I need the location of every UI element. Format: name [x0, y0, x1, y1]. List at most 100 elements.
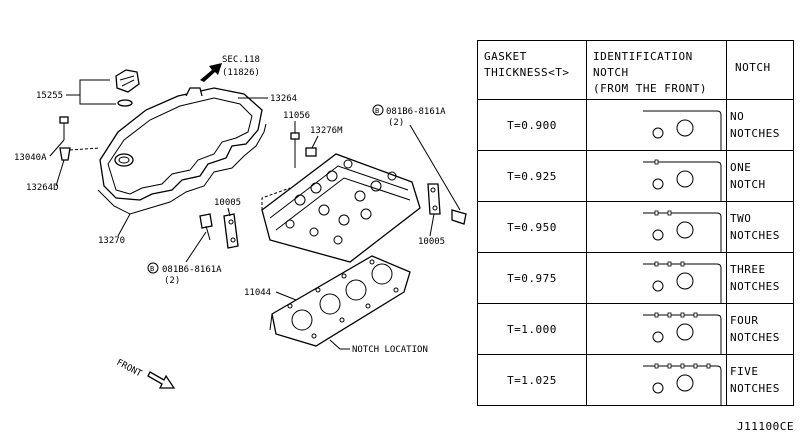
gasket-thickness-value: T=0.975	[477, 252, 587, 304]
notch-mark	[680, 312, 685, 318]
oil-filler-cap	[115, 69, 140, 107]
identification-notch-figure	[586, 201, 727, 253]
header-notch: NOTCH	[726, 40, 794, 100]
bolt-marker-bottom: B	[150, 265, 154, 273]
identification-notch-figure	[586, 99, 727, 151]
gasket-notch-icon	[643, 210, 722, 252]
label-11044: 11044	[244, 288, 271, 298]
header-identification-line-3: (FROM THE FRONT)	[593, 82, 707, 95]
cylinder-head	[261, 153, 421, 263]
notch-count-label: THREE NOTCHES	[726, 252, 794, 304]
table-row: T=1.025 FIVE NOTCHES	[477, 354, 794, 406]
table-row: T=0.900 NO NOTCHES	[477, 99, 794, 151]
gasket-thickness-value: T=1.000	[477, 303, 587, 355]
notch-mark	[654, 159, 659, 165]
identification-notch-figure	[586, 252, 727, 304]
notch-mark	[654, 210, 659, 216]
front-arrow-icon	[147, 371, 176, 389]
plug-13276m	[305, 147, 317, 157]
notch-count-line: TWO	[730, 212, 752, 225]
bolt-11056	[290, 132, 300, 168]
label-11056: 11056	[283, 111, 310, 121]
table-row: T=0.950 TWO NOTCHES	[477, 201, 794, 253]
label-sec118-ref: (11826)	[222, 68, 260, 78]
gasket-notch-icon	[643, 110, 722, 150]
notch-count-line: NOTCHES	[730, 229, 780, 242]
label-bolt-bottom-qty: (2)	[164, 276, 180, 286]
label-15255: 15255	[36, 91, 63, 101]
notch-mark	[680, 363, 685, 369]
label-13040a: 13040A	[14, 153, 47, 163]
bracket-10005-right	[427, 183, 441, 215]
drawing-code: J11100CE	[737, 420, 794, 433]
gasket-thickness-value: T=0.925	[477, 150, 587, 202]
notch-count-label: NO NOTCHES	[726, 99, 794, 151]
parts-diagram: 15255 SEC.118 (11826) 13264 13270 13040A…	[14, 55, 467, 389]
gasket-thickness-value: T=0.950	[477, 201, 587, 253]
identification-notch-figure	[586, 150, 727, 202]
gasket-notch-icon	[643, 312, 722, 354]
notch-count-line: FIVE	[730, 365, 759, 378]
notch-mark	[667, 363, 672, 369]
bracket-10005-left	[223, 213, 239, 249]
header-identification-line-1: IDENTIFICATION	[593, 50, 693, 63]
label-notch-location: NOTCH LOCATION	[352, 345, 428, 355]
bolt-right	[451, 209, 467, 225]
label-bolt-bottom: 081B6-8161A	[162, 265, 222, 275]
notch-count-line: ONE	[730, 161, 752, 174]
bolt-marker-top: B	[375, 107, 379, 115]
label-13264: 13264	[270, 94, 297, 104]
notch-count-line: NO	[730, 110, 745, 123]
identification-notch-figure	[586, 354, 727, 406]
notch-count-line: NOTCHES	[730, 331, 780, 344]
label-10005-right: 10005	[418, 237, 445, 247]
notch-count-line: NOTCHES	[730, 280, 780, 293]
notch-mark	[654, 312, 659, 318]
notch-count-label: ONE NOTCH	[726, 150, 794, 202]
notch-mark	[667, 312, 672, 318]
label-13264d: 13264D	[26, 183, 59, 193]
label-front: FRONT	[115, 358, 144, 380]
bolt-marker-bottom-icon	[147, 262, 159, 274]
table-header-row: GASKET THICKNESS<T> IDENTIFICATION NOTCH…	[477, 40, 794, 100]
notch-count-label: FOUR NOTCHES	[726, 303, 794, 355]
notch-mark	[680, 261, 685, 267]
notch-mark	[654, 261, 659, 267]
table-row: T=0.975 THREE NOTCHES	[477, 252, 794, 304]
bolt-marker-top-icon	[372, 104, 384, 116]
gasket-notch-icon	[643, 159, 722, 201]
notch-mark	[654, 363, 659, 369]
label-13276m: 13276M	[310, 126, 343, 136]
bolt-bottom	[199, 213, 213, 241]
label-sec118: SEC.118	[222, 55, 260, 65]
notch-count-line: NOTCHES	[730, 127, 780, 140]
notch-count-label: FIVE NOTCHES	[726, 354, 794, 406]
table-row: T=1.000 FOUR NOTCHES	[477, 303, 794, 355]
washer-13264d	[59, 147, 71, 161]
notch-count-line: FOUR	[730, 314, 759, 327]
notch-count-line: NOTCHES	[730, 382, 780, 395]
gasket-thickness-value: T=1.025	[477, 354, 587, 406]
table-row: T=0.925 ONE NOTCH	[477, 150, 794, 202]
header-identification-line-2: NOTCH	[593, 66, 629, 79]
identification-notch-figure	[586, 303, 727, 355]
label-bolt-top: 081B6-8161A	[386, 107, 446, 117]
label-13270: 13270	[98, 236, 125, 246]
sec118-arrow-icon	[200, 63, 222, 82]
notch-mark	[693, 363, 698, 369]
gasket-thickness-table: GASKET THICKNESS<T> IDENTIFICATION NOTCH…	[477, 40, 794, 406]
notch-mark	[667, 210, 672, 216]
header-gasket-thickness: GASKET THICKNESS<T>	[477, 40, 587, 100]
notch-mark	[693, 312, 698, 318]
notch-count-label: TWO NOTCHES	[726, 201, 794, 253]
header-thickness-line-2: THICKNESS<T>	[484, 66, 570, 79]
notch-mark	[706, 363, 711, 369]
notch-count-line: THREE	[730, 263, 766, 276]
gasket-notch-icon	[643, 363, 722, 405]
gasket-notch-icon	[643, 261, 722, 303]
notch-count-line: NOTCH	[730, 178, 766, 191]
label-bolt-top-qty: (2)	[388, 118, 404, 128]
gasket-thickness-value: T=0.900	[477, 99, 587, 151]
head-gasket	[271, 255, 411, 347]
header-notch-text: NOTCH	[735, 61, 771, 74]
